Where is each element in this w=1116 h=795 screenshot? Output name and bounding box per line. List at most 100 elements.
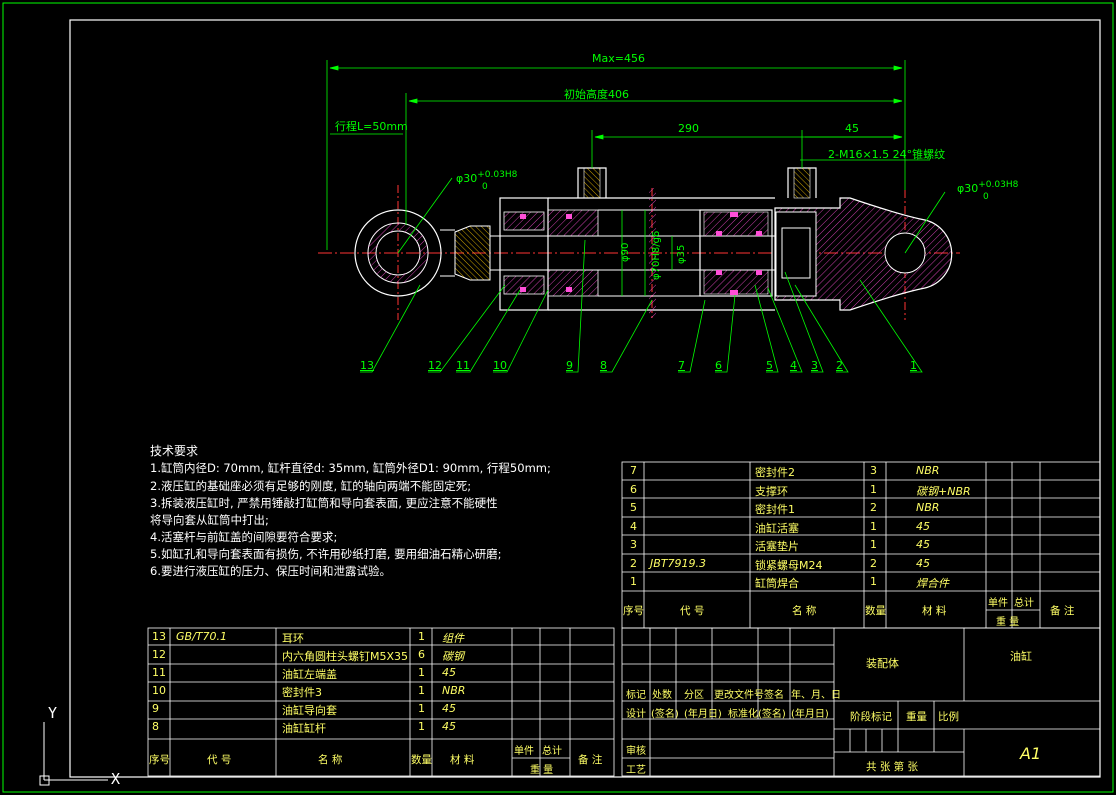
cylinder-body: [774, 197, 953, 311]
dim-d70: φ70H8/g6: [651, 230, 662, 280]
dim-hole-right-value: φ30: [957, 182, 979, 195]
bom_upper-row-0-mat: NBR: [916, 464, 940, 477]
bom-lower-h-no: 序号: [149, 754, 170, 766]
note-4: 4.活塞杆与前缸盖的间隙要符合要求;: [150, 530, 338, 544]
note-3: 3.拆装液压缸时, 严禁用锤敲打缸筒和导向套表面, 更应注意不能硬性: [150, 496, 498, 510]
bom_lower-row-3-name: 密封件3: [282, 686, 322, 699]
bom_lower-row-1-name: 内六角圆柱头螺钉M5X35: [282, 650, 409, 663]
balloon-leaders: [360, 239, 923, 373]
tb-rev-mark: 标记: [626, 690, 646, 701]
bom_lower-row-0-code: GB/T70.1: [176, 630, 227, 643]
note-3b: 将导向套从缸筒中打出;: [150, 513, 269, 527]
tb-weight: 重量: [906, 711, 927, 723]
dim-d90: φ90: [620, 242, 631, 262]
bom-upper-h-qty: 数量: [865, 605, 886, 617]
bom_upper-row-6-qty: 1: [870, 575, 877, 588]
bom_upper-row-1-mat: 碳钢+NBR: [916, 484, 971, 498]
bom-lower-h-unit: 单件: [514, 746, 534, 757]
balloon-10: 10: [493, 359, 507, 372]
bom_upper-row-2-mat: NBR: [916, 501, 940, 514]
balloon-7: 7: [678, 359, 685, 372]
tb-sign2: (签名): [758, 709, 786, 720]
bom_upper-row-0-name: 密封件2: [755, 466, 795, 479]
bom_lower-row-4-mat: 45: [442, 702, 456, 715]
bom_upper-row-1-qty: 1: [870, 482, 877, 496]
bom-lower-h-mat: 材 料: [450, 754, 475, 766]
tb-sign1: (签名): [651, 709, 679, 720]
dim-hole-right: φ30+0.03H8 0: [957, 180, 1019, 202]
tb-rev-zone: 分区: [684, 690, 704, 701]
balloon-8: 8: [600, 359, 607, 372]
balloon-11: 11: [456, 359, 470, 372]
bom_lower-row-5-mat: 45: [442, 720, 456, 733]
bom_upper-row-4-mat: 45: [916, 538, 930, 551]
bom_lower-row-5-name: 油缸缸杆: [282, 722, 326, 735]
ucs-icon: [39, 722, 108, 786]
balloon-6: 6: [715, 359, 722, 372]
bom_lower-row-3-no: 10: [152, 684, 166, 697]
bom_lower-row-0-no: 13: [152, 630, 166, 643]
bom_upper-row-4-name: 活塞垫片: [755, 540, 799, 553]
balloon-12: 12: [428, 359, 442, 372]
title-block-grid: [621, 627, 1101, 777]
bom-upper-h-total: 总计: [1014, 598, 1034, 609]
bom_lower-row-4-qty: 1: [418, 702, 425, 715]
bom-upper-h-weight: 重 量: [996, 617, 1020, 628]
bom-upper-h-no: 序号: [623, 605, 644, 617]
piston: [699, 209, 773, 297]
bom_upper-row-6-mat: 焊合件: [916, 577, 949, 590]
bom-upper-h-code: 代 号: [680, 605, 705, 617]
drawing-border: [69, 19, 1101, 778]
note-5: 5.如缸孔和导向套表面有损伤, 不许用砂纸打磨, 要用细油石精心研磨;: [150, 547, 502, 561]
bom_upper-row-5-mat: 45: [916, 556, 930, 570]
tb-title: 油缸: [1010, 650, 1032, 663]
bom-upper-h-name: 名 称: [792, 605, 817, 617]
bom_upper-row-3-mat: 45: [916, 519, 930, 533]
bom_lower-row-2-mat: 45: [442, 666, 456, 679]
dim-thread: 2-M16×1.5 24°锥螺纹: [828, 148, 946, 161]
note-2: 2.液压缸的基础座必须有足够的刚度, 缸的轴向两端不能固定死;: [150, 479, 472, 493]
bom-upper-h-remark: 备 注: [1050, 605, 1075, 617]
tb-check: 审核: [626, 746, 646, 757]
tb-rev-count: 处数: [652, 690, 672, 701]
bom-lower-grid: [147, 627, 615, 777]
bom_upper-row-0-no: 7: [630, 464, 637, 477]
bom_lower-row-1-mat: 碳钢: [442, 650, 464, 663]
balloon-1: 1: [910, 359, 917, 372]
bom_upper-row-6-no: 1: [630, 575, 637, 588]
dim-290: 290: [678, 122, 699, 135]
bom_upper-row-5-code: JBT7919.3: [650, 556, 706, 570]
bom_lower-row-5-no: 8: [152, 720, 159, 733]
balloon-4: 4: [790, 359, 797, 372]
bom_upper-row-1-no: 6: [630, 482, 637, 496]
tb-sheets: 共 张 第 张: [866, 761, 919, 773]
dim-hole-right-tol-low: 0: [983, 192, 989, 202]
dim-hole-right-tol-up: +0.03H8: [978, 180, 1019, 190]
bom_upper-row-5-no: 2: [630, 556, 637, 570]
bom_lower-row-0-name: 耳环: [282, 632, 304, 645]
bom_lower-row-2-no: 11: [152, 666, 166, 679]
bom_lower-row-3-mat: NBR: [442, 684, 466, 697]
balloon-3: 3: [811, 359, 818, 372]
tb-craft: 工艺: [626, 765, 646, 776]
bom-lower-h-code: 代 号: [207, 754, 232, 766]
bom_lower-row-0-mat: 组件: [442, 632, 464, 645]
dim-d35: φ35: [676, 244, 687, 264]
guide-sleeve: [547, 209, 599, 237]
rod-eye-hatch-ring: [368, 223, 428, 253]
dimensions: [326, 60, 946, 296]
dim-45: 45: [845, 122, 859, 135]
tb-stage: 阶段标记: [850, 711, 892, 723]
bom_upper-row-2-qty: 2: [870, 501, 877, 514]
ucs-y-label: Y: [48, 704, 58, 722]
tb-design: 设计: [626, 709, 646, 720]
cylinder-assembly: [318, 167, 960, 320]
balloon-9: 9: [566, 359, 573, 372]
bom_lower-row-2-name: 油缸左端盖: [282, 668, 337, 681]
bom-lower-h-weight: 重 量: [530, 765, 554, 776]
tb-assembly: 装配体: [866, 657, 899, 670]
bom_lower-row-1-qty: 6: [418, 648, 425, 661]
tb-scale: 比例: [938, 711, 959, 723]
